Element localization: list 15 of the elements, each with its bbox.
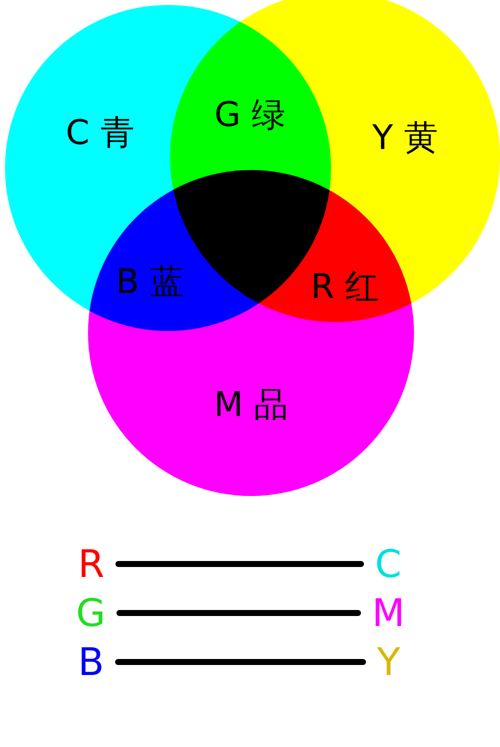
letter-label: R — [78, 545, 104, 583]
circle-label: M 品 — [214, 384, 288, 427]
region-label: G 绿 — [214, 94, 286, 137]
connecting-line — [115, 659, 366, 665]
region-label: B 蓝 — [116, 261, 184, 304]
letter-label: C — [375, 545, 402, 583]
connecting-line — [115, 561, 364, 567]
letter-label: B — [78, 643, 104, 681]
letter-label: M — [372, 594, 405, 632]
connecting-line — [116, 610, 361, 616]
letter-label: G — [76, 594, 106, 632]
circle-label: C 青 — [66, 112, 134, 155]
letter-label: Y — [377, 643, 400, 681]
circle-label: Y 黄 — [372, 117, 438, 160]
region-label: R 红 — [310, 266, 380, 309]
